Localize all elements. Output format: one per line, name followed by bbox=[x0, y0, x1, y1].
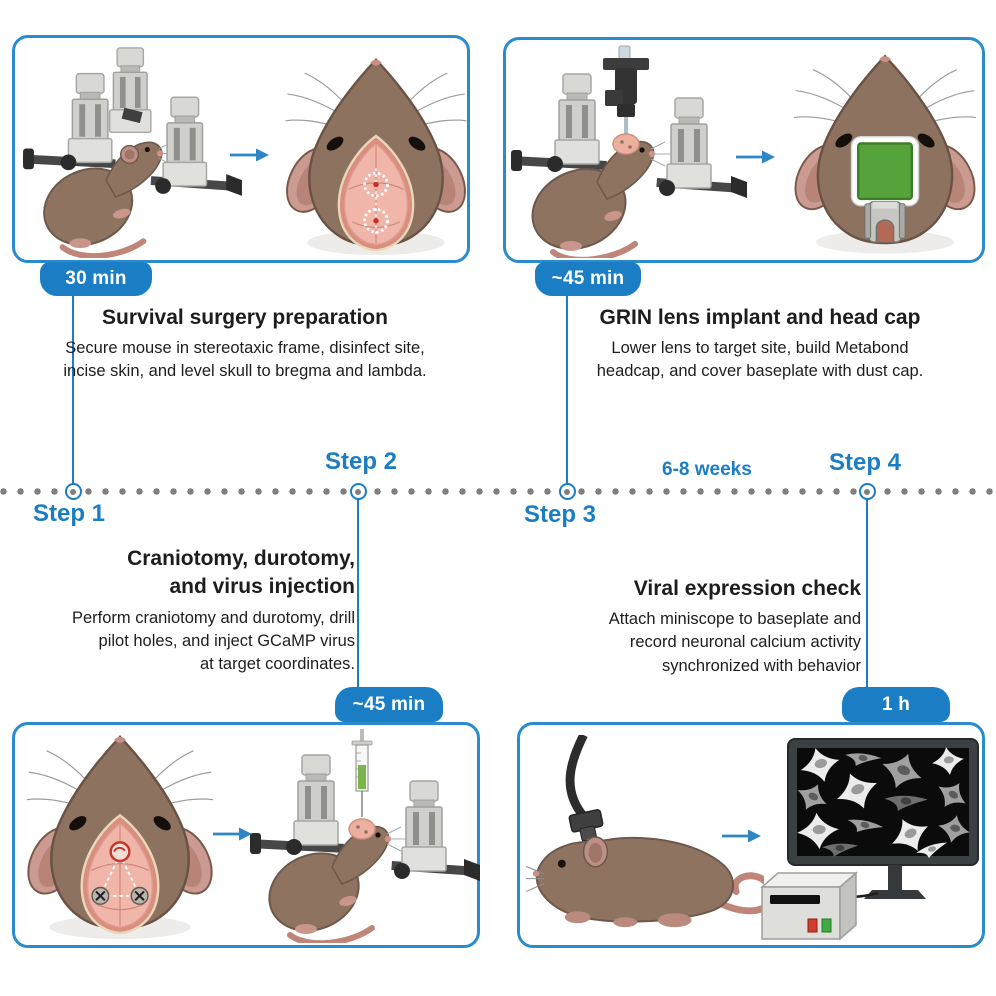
timeline-node-step2 bbox=[349, 483, 367, 500]
pilot-hole bbox=[91, 886, 110, 905]
badge-step4-duration: 1 h bbox=[842, 687, 950, 722]
timeline-node-step4 bbox=[858, 483, 876, 500]
mouse-in-stereotaxic-frame-syringe-illustration bbox=[250, 729, 480, 943]
shaved-scalp bbox=[612, 133, 640, 155]
step4-title: Viral expression check bbox=[633, 577, 861, 600]
timeline-dotted-line bbox=[0, 488, 996, 495]
stereotax-tower bbox=[108, 47, 152, 133]
stereotax-tower bbox=[162, 96, 208, 187]
panel-step4-illustration bbox=[517, 722, 985, 948]
step4-description: Attach miniscope to baseplate and record… bbox=[608, 610, 861, 675]
mouse-head-exposed-skull-illustration bbox=[285, 58, 467, 256]
connector-step2 bbox=[356, 499, 360, 688]
step2-textblock: Craniotomy, durotomy, and virus injectio… bbox=[40, 545, 355, 676]
neuron-cells bbox=[797, 747, 970, 859]
step3-label: Step 3 bbox=[524, 501, 597, 528]
metabond-headcap bbox=[850, 135, 920, 207]
stereotax-tower bbox=[401, 780, 447, 872]
stereotax-tower bbox=[554, 73, 600, 165]
timeline-node-step1 bbox=[64, 483, 82, 500]
badge-step3-duration: ~45 min bbox=[535, 262, 641, 296]
stereotax-tower bbox=[293, 754, 339, 846]
arrow-right-icon bbox=[722, 829, 761, 843]
timeline-node-dot bbox=[355, 488, 361, 495]
daq-red-button bbox=[807, 918, 818, 933]
mouse bbox=[268, 818, 406, 943]
step1-label: Step 1 bbox=[33, 500, 106, 527]
step1-title: Survival surgery preparation bbox=[102, 306, 388, 329]
mouse bbox=[526, 836, 764, 928]
step4-label: Step 4 bbox=[829, 449, 902, 476]
mouse-with-miniscope-illustration bbox=[526, 735, 764, 928]
lambda-target bbox=[363, 207, 389, 234]
panel-step3-illustration bbox=[503, 37, 985, 263]
connector-step3 bbox=[565, 294, 569, 484]
arrow-right-icon bbox=[736, 150, 775, 164]
interval-label-6-8-weeks: 6-8 weeks bbox=[662, 459, 752, 480]
step2-description: Perform craniotomy and durotomy, drill p… bbox=[71, 608, 355, 673]
shaved-scalp bbox=[348, 818, 376, 840]
exposed-skull bbox=[337, 134, 415, 252]
timeline-node-dot bbox=[864, 488, 870, 495]
stereotax-tower bbox=[67, 72, 113, 164]
arrow-right-icon bbox=[230, 148, 269, 162]
timeline-node-step3 bbox=[558, 483, 576, 500]
timeline-node-dot bbox=[564, 488, 570, 495]
step1-textblock: Survival surgery preparation Secure mous… bbox=[40, 304, 450, 384]
connector-step1 bbox=[71, 294, 75, 484]
mouse bbox=[43, 141, 178, 258]
mouse-in-stereotaxic-frame-lens-implant-illustration bbox=[511, 45, 747, 258]
arrow-right-icon bbox=[213, 827, 252, 841]
daq-box bbox=[760, 871, 858, 941]
pilot-hole bbox=[130, 886, 149, 905]
step3-title: GRIN lens implant and head cap bbox=[599, 306, 921, 329]
step2-title: Craniotomy, durotomy, and virus injectio… bbox=[127, 547, 355, 599]
dust-cap-clip bbox=[864, 201, 906, 243]
step1-description: Secure mouse in stereotaxic frame, disin… bbox=[63, 339, 427, 381]
badge-step1-duration: 30 min bbox=[40, 262, 152, 296]
lens-implant-holder bbox=[603, 45, 649, 134]
craniotomy-site bbox=[109, 841, 131, 863]
panel-step1-illustration bbox=[12, 35, 470, 263]
step3-textblock: GRIN lens implant and head cap Lower len… bbox=[560, 304, 960, 384]
step2-label: Step 2 bbox=[325, 448, 398, 475]
connector-step4 bbox=[865, 499, 869, 688]
step4-textblock: Viral expression check Attach miniscope … bbox=[545, 575, 861, 678]
panel-step2-illustration bbox=[12, 722, 480, 948]
monitor bbox=[787, 738, 979, 899]
monitor-and-daq-illustration bbox=[760, 738, 979, 941]
stereotax-tower bbox=[666, 97, 712, 189]
mouse bbox=[531, 133, 670, 258]
mouse-in-stereotaxic-frame-illustration bbox=[23, 47, 242, 258]
badge-step2-duration: ~45 min bbox=[335, 687, 443, 722]
mouse-head-baseplate-dustcap-illustration bbox=[794, 54, 976, 254]
mouse-head-craniotomy-illustration bbox=[26, 735, 214, 939]
syringe bbox=[351, 729, 373, 817]
daq-green-button bbox=[821, 918, 832, 933]
exposed-skull bbox=[80, 813, 160, 935]
bregma-target bbox=[363, 171, 389, 198]
step3-description: Lower lens to target site, build Metabon… bbox=[596, 339, 924, 381]
miniscope-cable bbox=[565, 735, 588, 820]
timeline-node-dot bbox=[70, 488, 76, 495]
